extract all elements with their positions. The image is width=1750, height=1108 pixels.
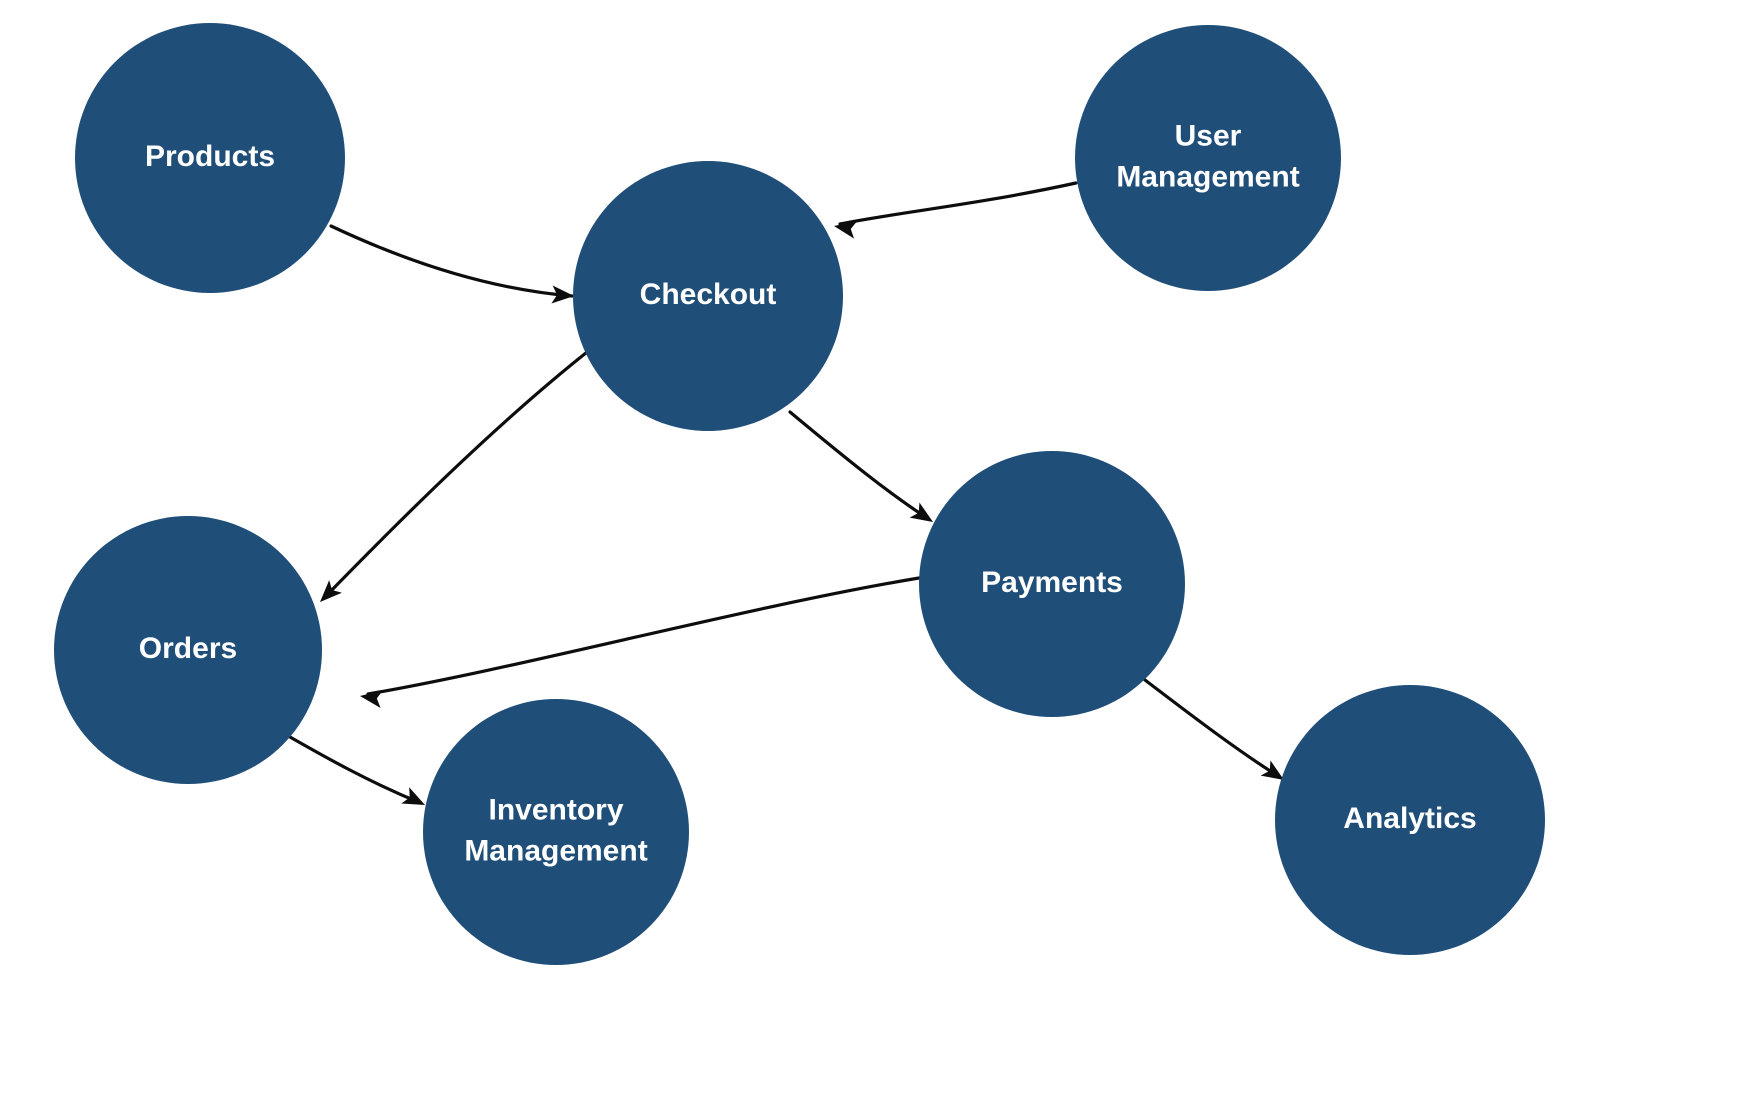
node-circle[interactable] — [919, 451, 1185, 717]
arrowhead-icon — [401, 787, 425, 805]
node-orders[interactable]: OrdersOrders — [54, 516, 322, 784]
edge-checkout-to-payments[interactable]: Checkout → Payments — [788, 410, 938, 530]
edge-line — [281, 731, 420, 804]
node-circle[interactable] — [1075, 25, 1341, 291]
edges-layer: Products → Checkout User Management → Che… — [281, 181, 1289, 813]
edge-line — [366, 576, 921, 696]
node-circle[interactable] — [75, 23, 345, 293]
edge-line — [324, 343, 598, 598]
arrowhead-icon — [1260, 760, 1284, 780]
edge-checkout-to-orders[interactable]: Checkout → Orders — [314, 343, 598, 608]
edge-products-to-checkout[interactable]: Products → Checkout — [329, 224, 575, 305]
edge-user-management-to-checkout[interactable]: User Management → Checkout — [832, 181, 1078, 239]
edge-line — [838, 181, 1078, 226]
node-checkout[interactable]: CheckoutCheckout — [573, 161, 843, 431]
edge-line — [788, 410, 929, 520]
edge-line — [329, 224, 574, 298]
node-circle[interactable] — [54, 516, 322, 784]
arrowhead-icon — [551, 285, 574, 304]
edge-line — [1143, 678, 1280, 778]
edge-payments-to-analytics[interactable]: Payments → Analytics — [1143, 678, 1289, 788]
edge-orders-to-inventory-management[interactable]: Orders → Inventory Management — [281, 731, 429, 813]
node-circle[interactable] — [1275, 685, 1545, 955]
arrowhead-icon — [320, 580, 342, 602]
node-payments[interactable]: PaymentsPayments — [919, 451, 1185, 717]
arrowhead-icon — [909, 502, 933, 522]
arrowhead-icon — [834, 220, 858, 239]
node-products[interactable]: ProductsProducts — [75, 23, 345, 293]
node-analytics[interactable]: AnalyticsAnalytics — [1275, 685, 1545, 955]
arrowhead-icon — [360, 690, 384, 708]
node-circle[interactable] — [423, 699, 689, 965]
edge-payments-to-orders[interactable]: Payments → Orders — [359, 576, 921, 708]
node-circle[interactable] — [573, 161, 843, 431]
